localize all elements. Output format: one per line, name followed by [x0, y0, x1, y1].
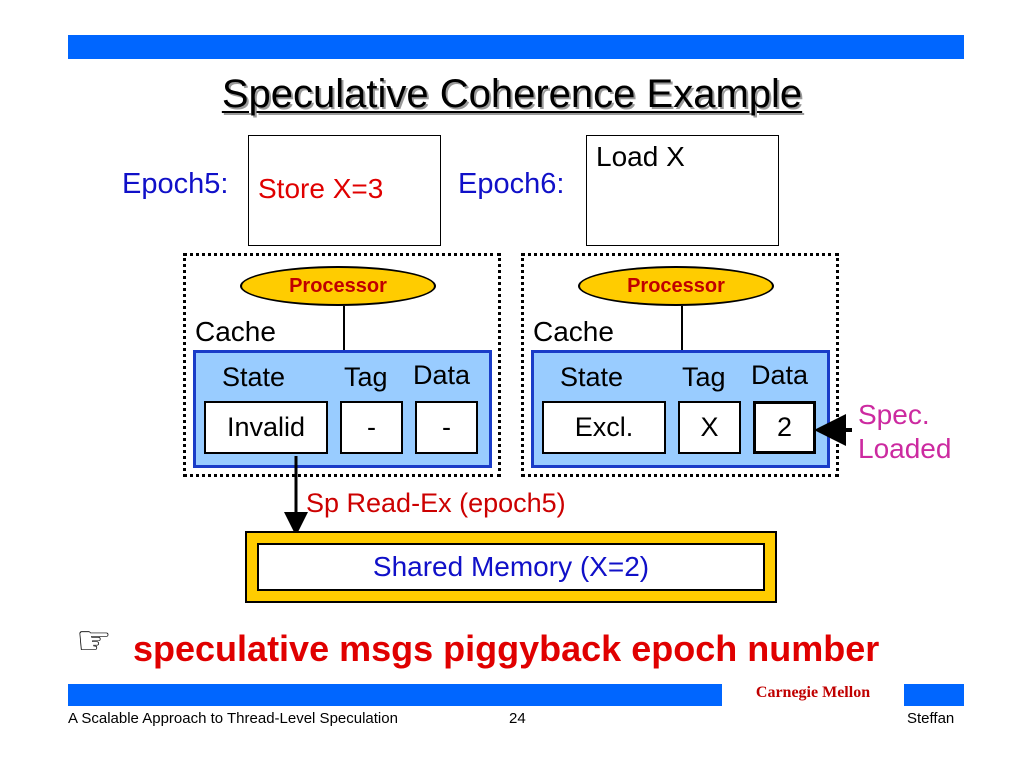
right-processor: Processor — [578, 266, 774, 306]
left-tag-cell: - — [340, 401, 403, 454]
left-state-header: State — [222, 362, 286, 392]
pointing-hand-icon: ☞ — [76, 619, 112, 663]
bottom-bar-left — [68, 684, 722, 706]
right-data-cell: 2 — [753, 401, 816, 454]
right-cache-label: Cache — [533, 316, 614, 347]
right-tag-header: Tag — [682, 362, 726, 392]
carnegie-mellon-logo: Carnegie Mellon — [755, 684, 871, 701]
bottom-bar-right — [904, 684, 964, 706]
page-number: 24 — [509, 710, 526, 727]
right-state-cell: Excl. — [542, 401, 666, 454]
slide-title: Speculative Coherence Example — [221, 72, 803, 116]
read-ex-message: Sp Read-Ex (epoch5) — [306, 488, 566, 518]
right-data-header: Data — [751, 360, 809, 390]
right-processor-link — [681, 306, 683, 351]
top-bar — [68, 35, 964, 59]
left-cache-label: Cache — [195, 316, 276, 347]
left-tag-header: Tag — [344, 362, 388, 392]
annotation-line-1: Spec. — [858, 399, 930, 430]
footer-author: Steffan — [907, 710, 955, 727]
left-data-header: Data — [413, 360, 471, 390]
right-tag-cell: X — [678, 401, 741, 454]
epoch5-label: Epoch5: — [122, 168, 229, 200]
epoch6-label: Epoch6: — [458, 168, 565, 200]
left-processor-link — [343, 306, 345, 351]
left-processor: Processor — [240, 266, 436, 306]
left-state-cell: Invalid — [204, 401, 328, 454]
shared-memory: Shared Memory (X=2) — [257, 543, 765, 591]
spec-loaded-annotation: Spec. Loaded — [858, 398, 951, 466]
annotation-line-2: Loaded — [858, 433, 952, 464]
epoch5-code-box — [248, 135, 441, 246]
left-data-cell: - — [415, 401, 478, 454]
epoch5-code: Store X=3 — [258, 173, 384, 204]
right-state-header: State — [560, 362, 624, 392]
bullet-text: speculative msgs piggyback epoch number — [133, 628, 880, 669]
footer-left-text: A Scalable Approach to Thread-Level Spec… — [68, 710, 398, 727]
epoch6-code-box — [586, 135, 779, 246]
epoch6-code: Load X — [596, 141, 685, 172]
